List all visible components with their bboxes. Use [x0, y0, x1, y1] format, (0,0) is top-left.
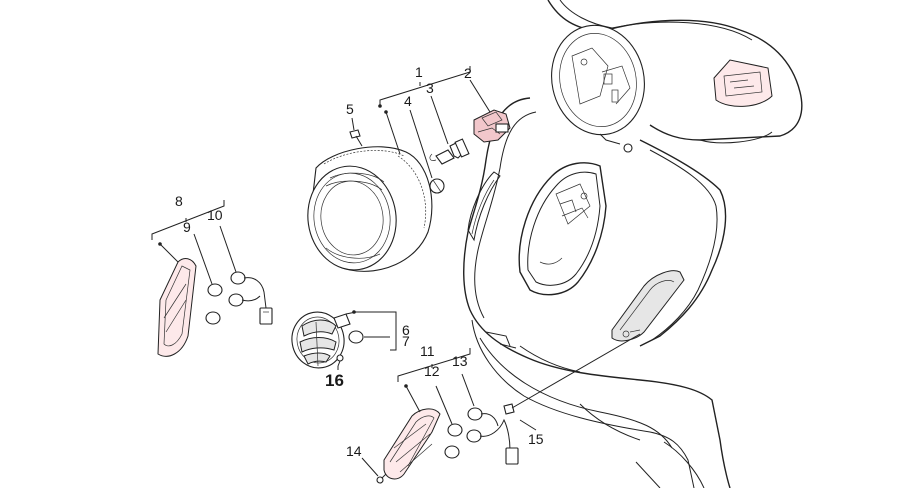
callout-5: 5 [346, 101, 354, 117]
callout-15: 15 [528, 431, 544, 447]
callout-6: 6 [402, 322, 410, 338]
callout-9: 9 [183, 219, 191, 235]
callout-1: 1 [415, 64, 423, 80]
callout-14: 14 [346, 443, 362, 459]
bulb-holder [473, 109, 511, 143]
headlamp-assembly [307, 109, 511, 272]
horn-grille-assembly [291, 311, 364, 369]
screw-14 [376, 473, 387, 484]
callout-11: 11 [420, 343, 435, 359]
horn-grille [291, 311, 345, 369]
left-wiring-harness [228, 271, 273, 325]
right-turn-signal-lens [383, 408, 441, 480]
right-turn-signal-assembly [376, 403, 519, 484]
screw-5 [349, 129, 363, 147]
right-bulbs [444, 423, 463, 459]
leader-lines [151, 66, 641, 477]
left-turn-signal-assembly [157, 258, 273, 357]
left-turn-signal-lens [157, 258, 197, 357]
callout-13: 13 [452, 353, 468, 369]
grille-bulb-holder [333, 311, 364, 344]
callout-4: 4 [404, 93, 412, 109]
main-bulb [429, 138, 470, 165]
callout-labels: 1 2 3 4 5 6 7 8 9 10 11 12 13 14 15 16 [175, 64, 544, 459]
callout-12: 12 [424, 363, 440, 379]
callout-7: 7 [402, 333, 410, 349]
parking-bulb [429, 178, 445, 194]
left-bulbs [205, 283, 223, 325]
callout-16: 16 [325, 371, 344, 390]
callout-3: 3 [426, 80, 434, 96]
callout-2: 2 [464, 65, 472, 81]
callout-8: 8 [175, 193, 183, 209]
right-wiring-harness [466, 407, 519, 465]
callout-10: 10 [207, 207, 223, 223]
screw-16 [336, 354, 344, 367]
scooter-front-shield [463, 0, 803, 489]
headlamp-ring [307, 146, 433, 272]
clip-15 [503, 403, 515, 415]
